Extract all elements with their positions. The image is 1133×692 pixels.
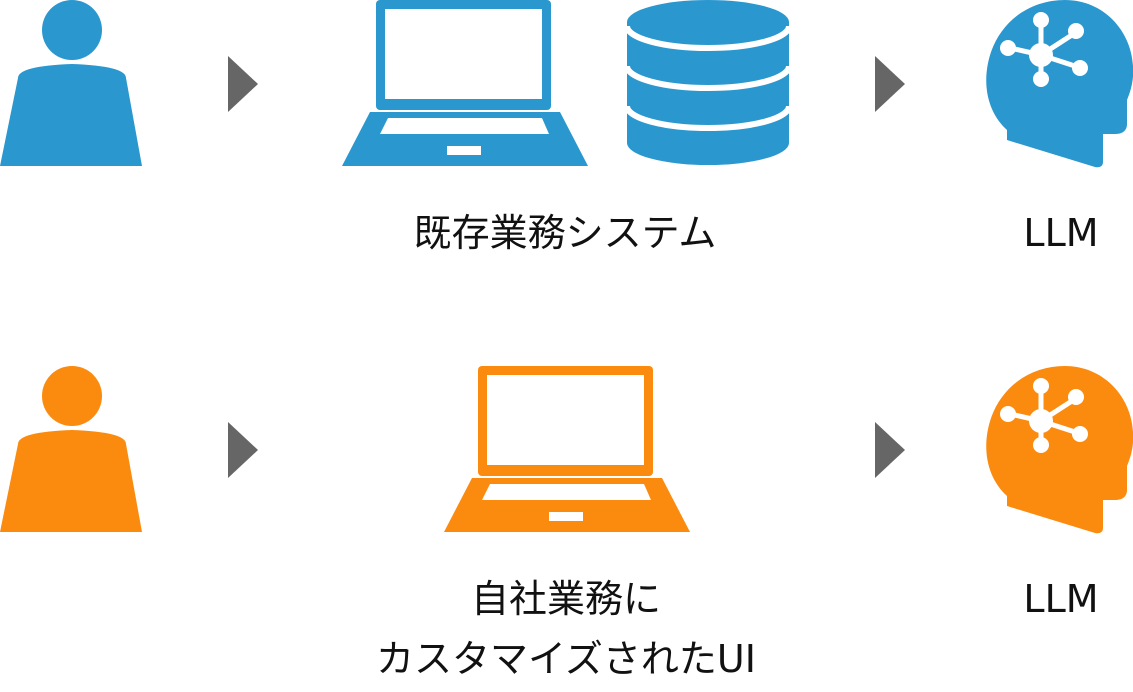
laptop-icon	[342, 0, 588, 166]
arrow-right-icon	[875, 422, 905, 478]
custom-ui-label-line-2: カスタマイズされたUI	[376, 637, 756, 681]
ai-brain-icon	[986, 0, 1133, 168]
user-icon	[0, 0, 142, 166]
user-head	[42, 0, 102, 60]
laptop-icon	[444, 366, 690, 532]
custom-ui-label-line-1: 自社業務に	[470, 577, 661, 621]
arrow-right-icon	[228, 56, 258, 112]
user-body	[0, 430, 142, 532]
user-head	[42, 366, 102, 426]
arrow-right-icon	[875, 56, 905, 112]
llm-label: LLM	[1023, 211, 1099, 255]
ai-brain-icon	[986, 366, 1133, 534]
user-icon	[0, 366, 142, 532]
user-body	[0, 64, 142, 166]
arrow-right-icon	[228, 422, 258, 478]
network-glyph	[1000, 378, 1088, 453]
database-icon	[627, 0, 789, 165]
network-glyph	[1000, 12, 1088, 87]
existing-system-label: 既存業務システム	[413, 211, 717, 255]
llm-label: LLM	[1023, 577, 1099, 621]
